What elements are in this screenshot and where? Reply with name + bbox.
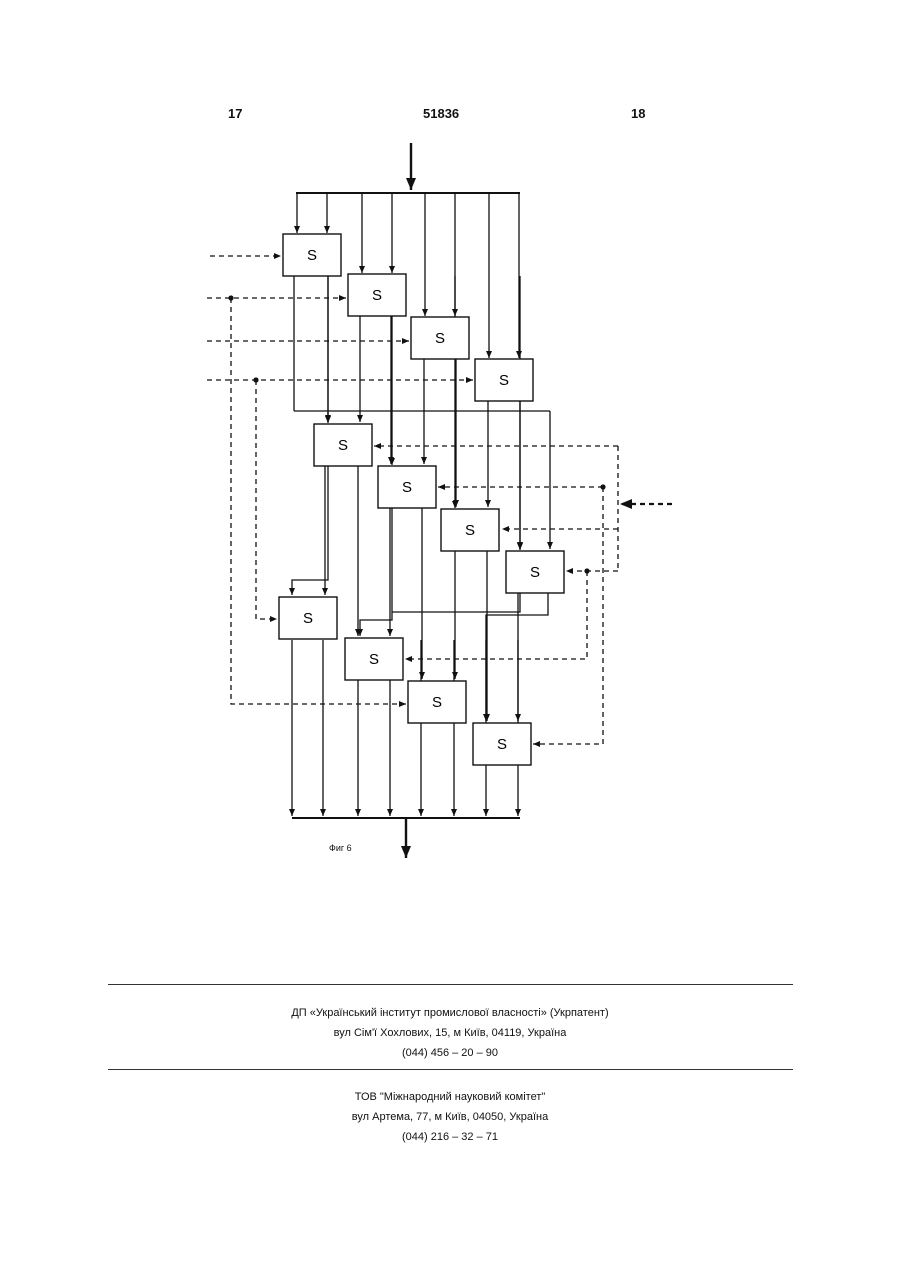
wire [360, 508, 392, 636]
publisher-2-phone: (044) 216 – 32 – 71 [0, 1127, 900, 1147]
junction-dot [584, 568, 589, 573]
block-label-11: S [432, 694, 442, 711]
junction-dot [253, 377, 258, 382]
divider-bottom [108, 1069, 793, 1070]
publisher-1-phone: (044) 456 – 20 – 90 [0, 1043, 900, 1063]
publisher-1-name: ДП «Український інститут промислової вла… [0, 1003, 900, 1023]
publisher-2-name: ТОВ "Міжнародний науковий комітет" [0, 1087, 900, 1107]
block-label-5: S [338, 437, 348, 454]
wire [292, 466, 328, 595]
junction-dot [600, 484, 605, 489]
publisher-2-address: вул Артема, 77, м Київ, 04050, Україна [0, 1107, 900, 1127]
block-label-3: S [435, 330, 445, 347]
publisher-block-1: ДП «Український інститут промислової вла… [0, 1003, 900, 1063]
figure-caption: Фиг 6 [329, 843, 352, 853]
wire [256, 380, 277, 619]
block-label-2: S [372, 287, 382, 304]
block-label-8: S [530, 564, 540, 581]
wire [392, 593, 520, 612]
junction-dot [228, 295, 233, 300]
block-label-6: S [402, 479, 412, 496]
block-label-9: S [303, 610, 313, 627]
divider-top [108, 984, 793, 985]
block-label-10: S [369, 651, 379, 668]
publisher-block-2: ТОВ "Міжнародний науковий комітет" вул А… [0, 1087, 900, 1147]
block-label-12: S [497, 736, 507, 753]
block-label-7: S [465, 522, 475, 539]
circuit-diagram: S S S S S S S S S S S S [0, 0, 900, 900]
block-label-1: S [307, 247, 317, 264]
block-label-4: S [499, 372, 509, 389]
publisher-1-address: вул Сім'ї Хохлових, 15, м Київ, 04119, У… [0, 1023, 900, 1043]
